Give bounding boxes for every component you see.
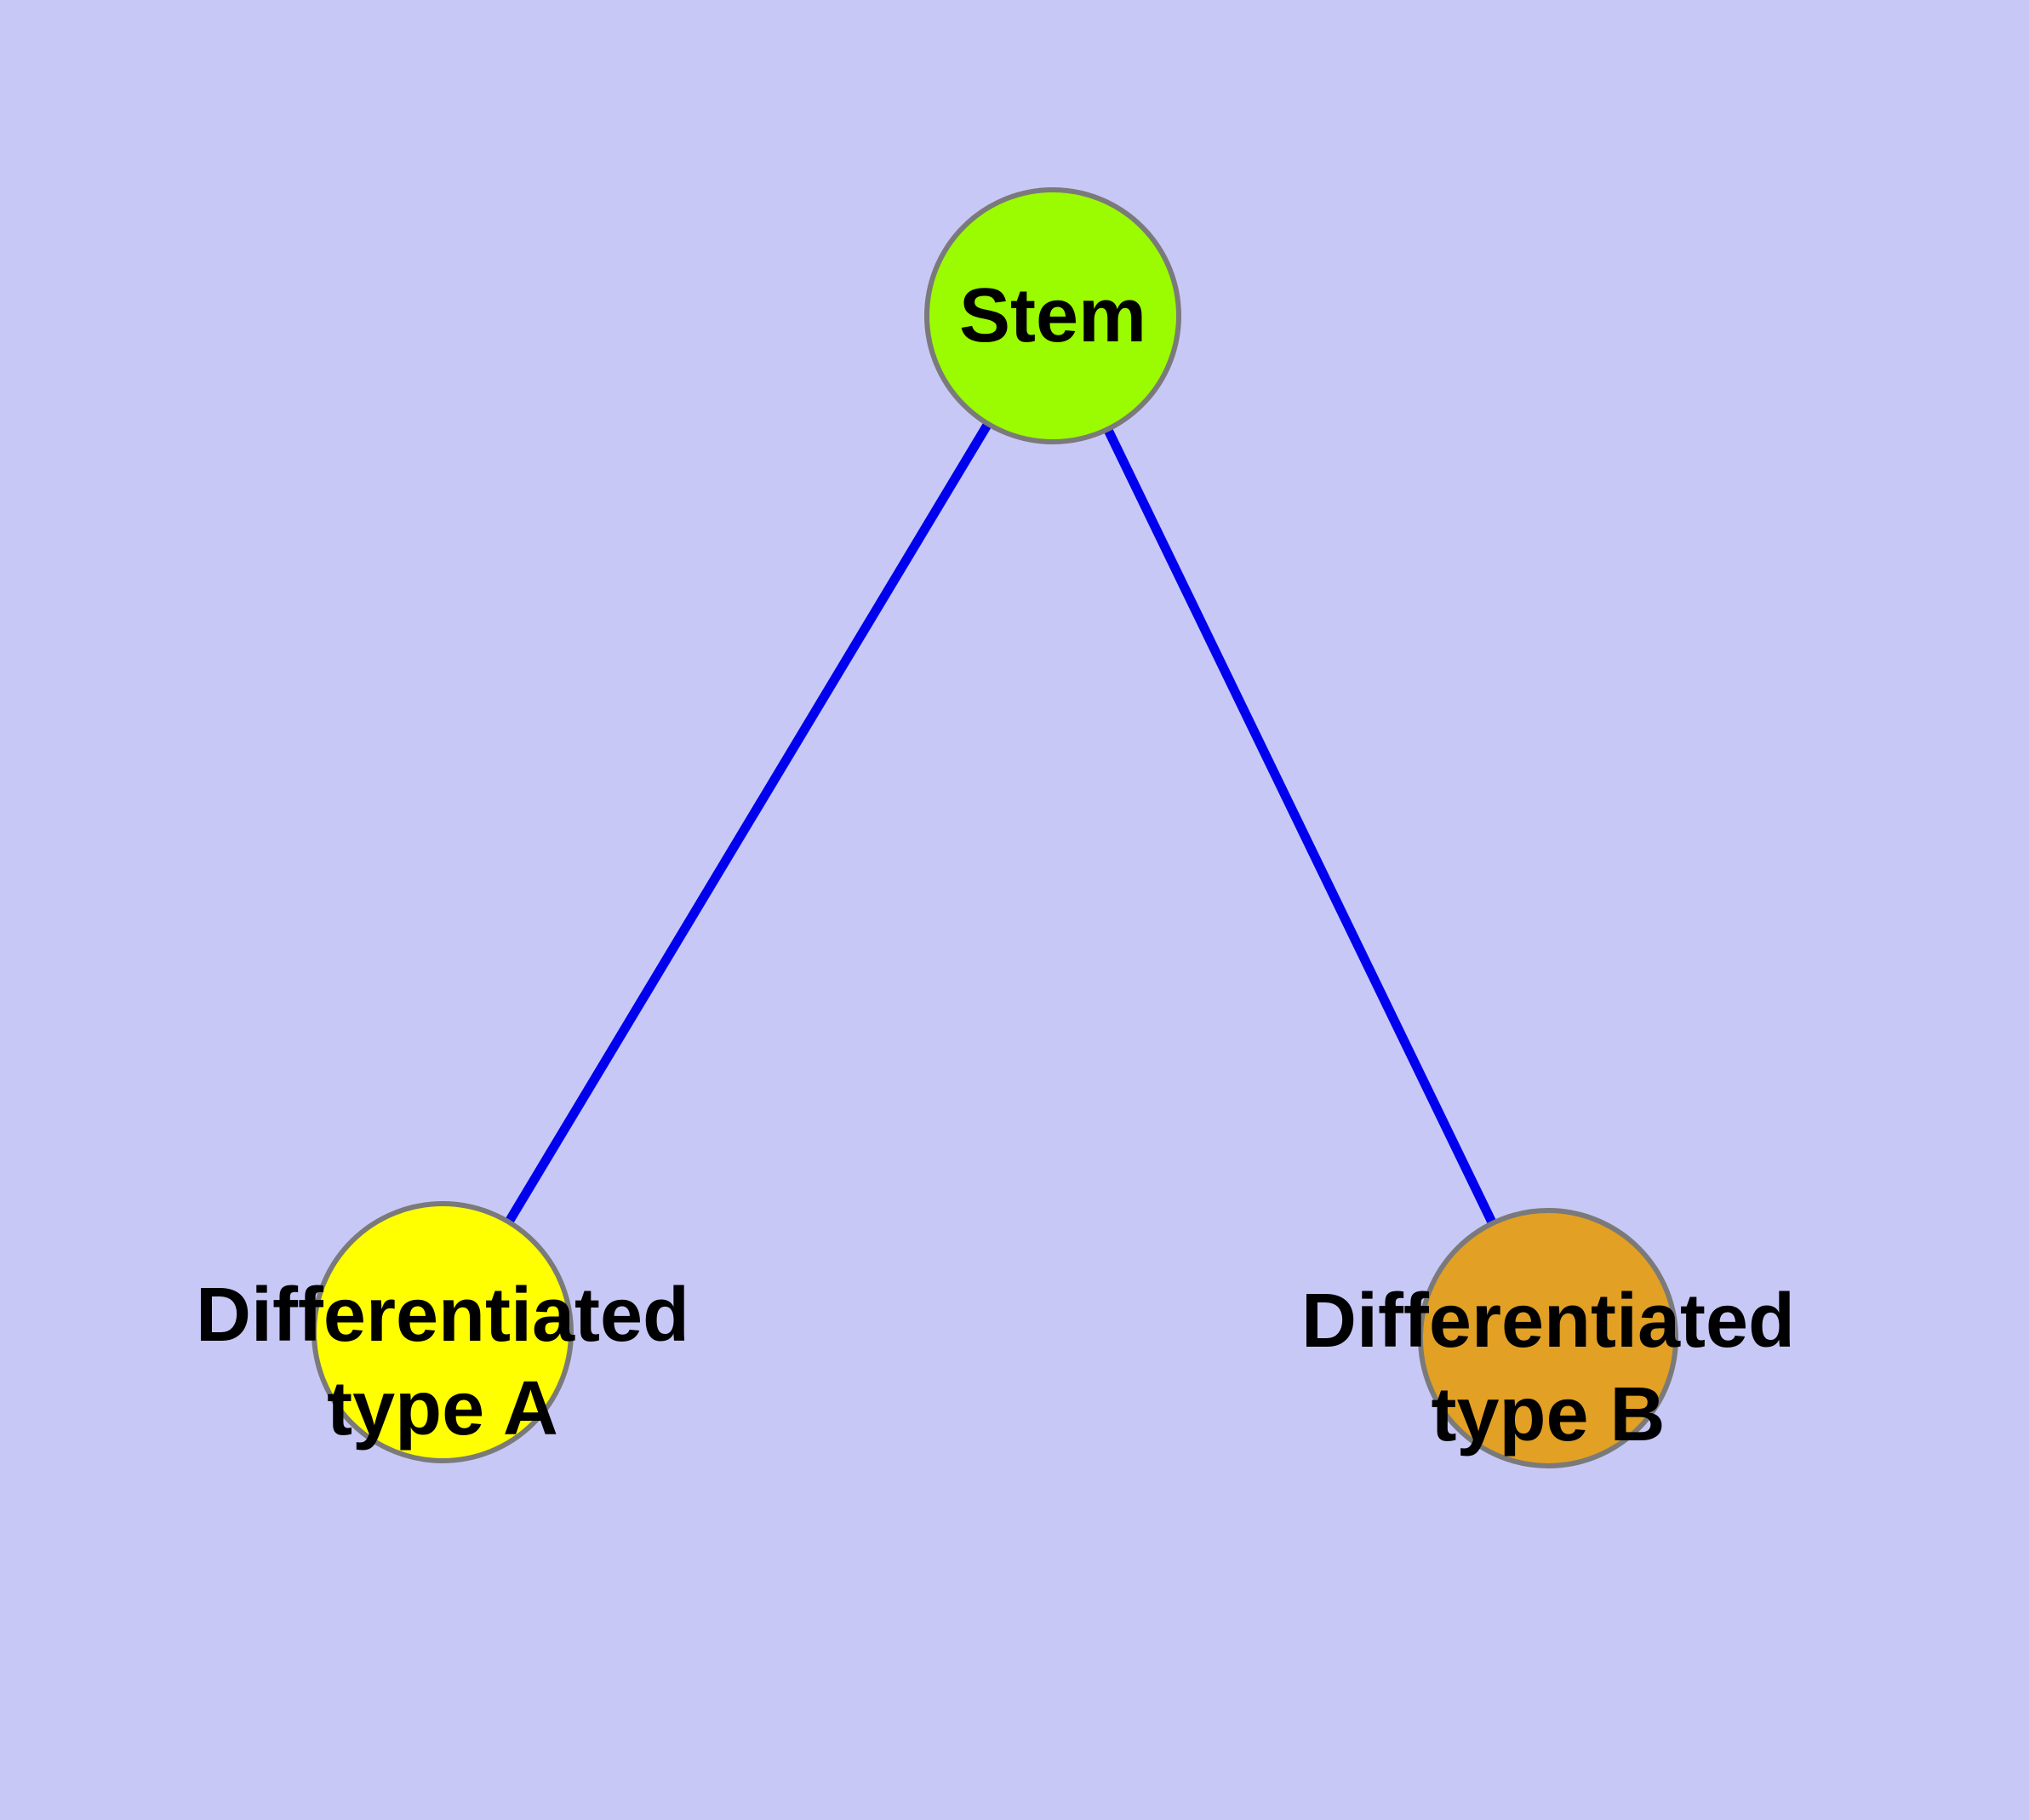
edge-stem-to-type-b — [1049, 313, 1552, 1341]
node-stem-circle — [924, 187, 1181, 444]
edge-stem-to-type-a — [438, 313, 1057, 1335]
edges — [438, 313, 1552, 1341]
node-differentiated-type-a-circle — [311, 1201, 574, 1463]
node-stem: Stem — [924, 187, 1181, 444]
node-differentiated-type-b-circle — [1418, 1208, 1678, 1468]
node-stem-label: Stem — [959, 273, 1146, 358]
